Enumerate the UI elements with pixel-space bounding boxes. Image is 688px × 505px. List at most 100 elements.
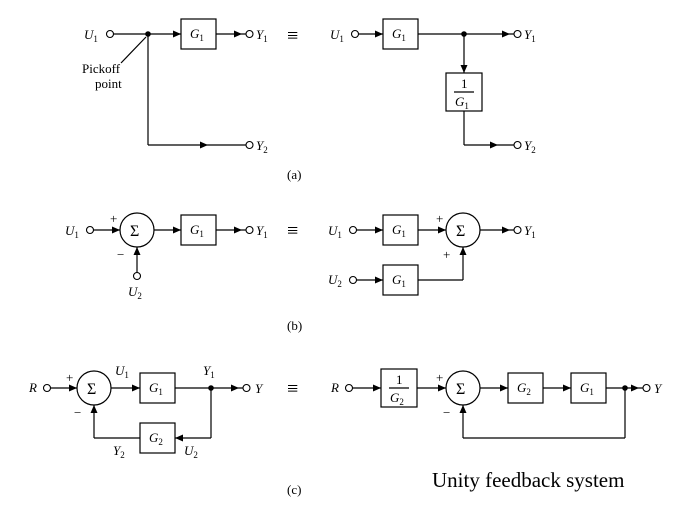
unity-feedback-note: Unity feedback system [432,468,624,492]
caption-c: (c) [287,482,301,497]
input-port [132,271,142,281]
arrowhead [375,30,383,38]
diagram-c-right: R 1 G2 + Σ G2 G1 Y − [330,368,663,439]
output-port [513,225,522,235]
arrowhead [175,434,183,442]
diagram-a-right: U1 G1 Y1 1 G1 Y2 [330,18,536,155]
input-label-u2: U2 [128,284,142,301]
sigma-symbol: Σ [130,223,139,240]
block-g1 [382,264,419,296]
block-g1 [382,18,419,50]
output-label-y: Y [654,381,663,396]
sigma-symbol: Σ [87,381,96,398]
block-g1 [570,372,607,404]
block-g1-label: G1 [392,222,406,239]
equivalence-symbol: ≡ [287,220,298,242]
diagram-c-left: R + Σ U1 G1 Y1 Y U2 G2 Y2 − [28,363,264,460]
block-g1-label: G1 [580,380,594,397]
input-label-u1: U1 [84,27,98,44]
block-g1-label: G1 [392,272,406,289]
inverse-numerator: 1 [461,76,468,91]
arrowhead [173,226,181,234]
arrowhead [200,141,208,149]
block-g1-label: G1 [190,222,204,239]
diagram-a-left: U1 G1 Y1 Y2 Pickoff point [82,18,268,155]
caption-a: (a) [287,167,301,182]
arrowhead [69,384,77,392]
output-label-y1: Y1 [256,27,268,44]
output-label-y1: Y1 [524,223,536,240]
block-g1 [139,372,176,404]
input-label-u1: U1 [328,223,342,240]
input-label-u1: U1 [330,27,344,44]
output-port [642,383,651,393]
output-label-y1: Y1 [524,27,536,44]
arrowhead [502,30,510,38]
pickoff-leader-line [120,36,147,64]
arrowhead [459,247,467,255]
input-port [85,225,95,235]
output-port [513,140,522,150]
input-label-u1: U1 [65,223,79,240]
input-label-u2: U2 [328,272,342,289]
arrowhead [631,384,639,392]
input-port [105,29,115,39]
arrowhead [460,65,468,73]
minus-sign: − [74,405,81,420]
output-label-y2: Y2 [256,138,268,155]
arrowhead [375,276,383,284]
inverse-denominator: G1 [455,94,469,111]
plus-sign: + [436,211,443,226]
arrowhead [500,384,508,392]
output-port [245,140,254,150]
block-g1-label: G1 [190,26,204,43]
arrowhead [502,226,510,234]
plus-sign: + [110,211,117,226]
output-port [513,29,522,39]
diagram-b-left: U1 + Σ G1 Y1 − U2 [65,211,268,301]
signal-label-y2: Y2 [113,443,125,460]
arrowhead [231,384,239,392]
caption-b: (b) [287,318,302,333]
arrowhead [132,384,140,392]
arrowhead [173,30,181,38]
arrowhead [133,247,141,255]
signal-label-u2: U2 [184,443,198,460]
block-g2-label: G2 [517,380,531,397]
pickoff-label: point [95,76,122,91]
sigma-symbol: Σ [456,381,465,398]
equivalence-symbol: ≡ [287,25,298,47]
pickoff-label: Pickoff [82,61,121,76]
arrowhead [459,405,467,413]
arrowhead [375,226,383,234]
block-g1-label: G1 [149,380,163,397]
minus-sign: − [443,405,450,420]
output-label-y1: Y1 [256,223,268,240]
arrowhead [234,30,242,38]
plus-sign: + [443,247,450,262]
input-port [348,275,358,285]
signal-label-u1: U1 [115,363,129,380]
block-g1-label: G1 [392,26,406,43]
block-g1 [180,214,217,246]
plus-sign: + [66,370,73,385]
output-port [242,383,251,393]
inverse-numerator: 1 [396,372,403,387]
input-label-r: R [28,380,37,395]
input-port [344,383,354,393]
input-port [350,29,360,39]
arrowhead [438,384,446,392]
block-g2-label: G2 [149,430,163,447]
inverse-denominator: G2 [390,390,404,407]
sigma-symbol: Σ [456,223,465,240]
input-port [348,225,358,235]
arrowhead [490,141,498,149]
block-g2 [507,372,544,404]
arrowhead [373,384,381,392]
diagram-b-right: U1 G1 + Σ Y1 U2 G1 + [328,211,536,296]
equivalence-symbol: ≡ [287,378,298,400]
arrowhead [438,226,446,234]
arrowhead [234,226,242,234]
arrowhead [90,405,98,413]
